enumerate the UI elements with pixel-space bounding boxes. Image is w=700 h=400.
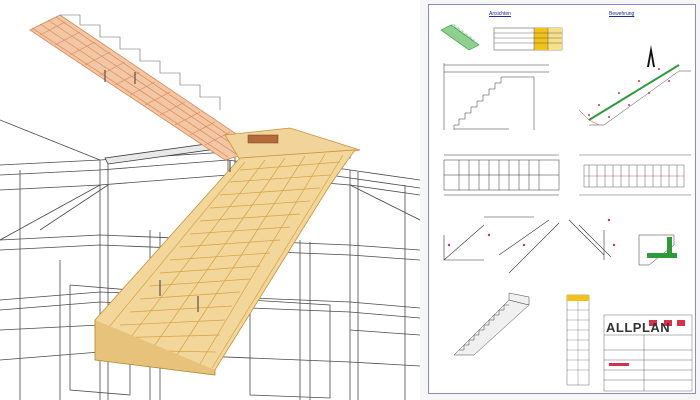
drawing-sheet: Ansichten Bewehrung	[428, 4, 696, 394]
bar-mark-labels	[447, 218, 616, 247]
model-viewport[interactable]	[0, 0, 420, 400]
section-marker-icon: A	[647, 45, 655, 67]
staircase-3d-model	[0, 14, 420, 400]
reinforcement-elevation	[578, 64, 691, 126]
stair-section-drawing	[443, 63, 549, 130]
landing-detail	[638, 234, 677, 266]
bar-shape-details	[443, 216, 612, 274]
sheet-heading-views: Ansichten	[489, 11, 511, 17]
schedule-table	[493, 27, 563, 51]
reinforcement-plan-view	[579, 154, 691, 196]
bar-list-table	[566, 294, 590, 386]
sheet-heading-reinforcement: Bewehrung	[609, 11, 635, 17]
rebar-stair-thumbnail	[440, 24, 480, 51]
sheet-drawings: A	[440, 24, 693, 392]
drawing-sheet-panel[interactable]: Ansichten Bewehrung	[420, 0, 700, 400]
upper-stair-flight	[29, 14, 261, 161]
title-block	[603, 314, 693, 392]
stair-3d-thumbnail	[453, 292, 530, 356]
lower-stair-flight	[94, 149, 356, 376]
allplan-logo: ALLPLAN	[606, 320, 671, 335]
stair-plan-view	[443, 154, 560, 196]
